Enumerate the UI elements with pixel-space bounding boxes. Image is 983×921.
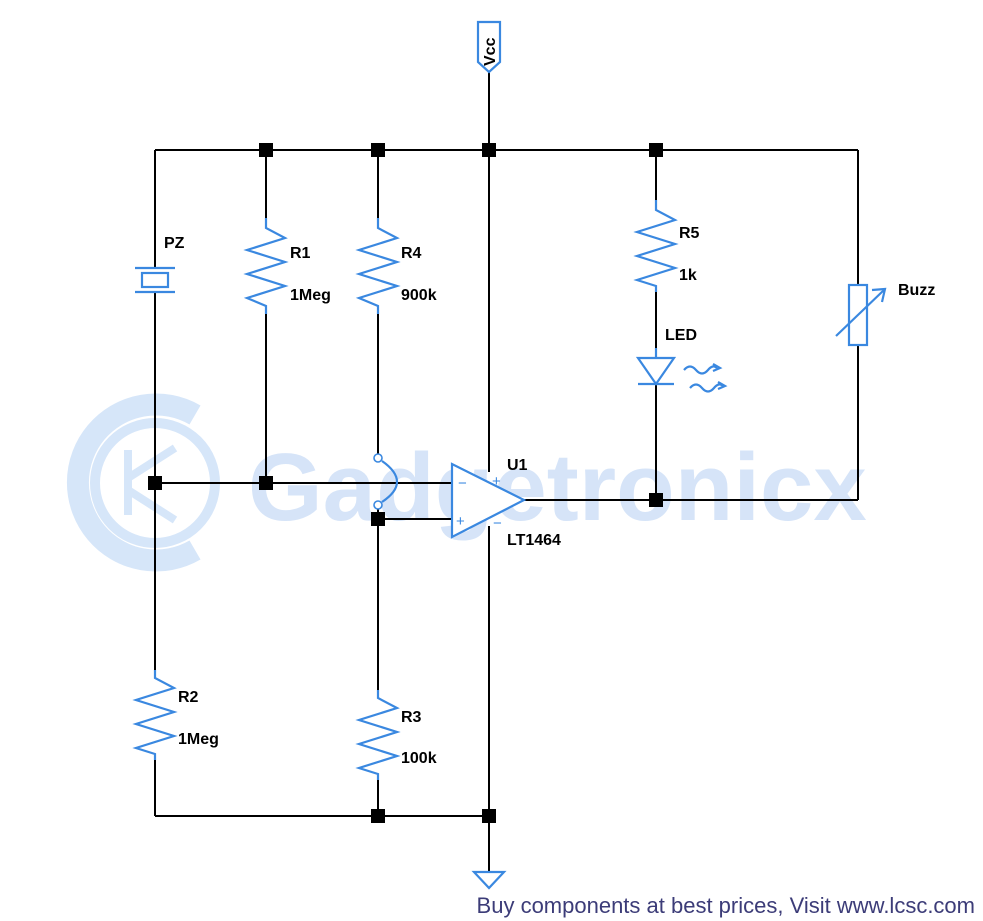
junction-node xyxy=(482,143,496,157)
r5-ref-label: R5 xyxy=(679,225,700,242)
r2-ref-label: R2 xyxy=(178,689,199,706)
buzzer-ref-label: Buzz xyxy=(898,282,935,299)
footer-promo-text: Buy components at best prices, Visit www… xyxy=(476,893,975,918)
ground-symbol xyxy=(471,870,507,890)
junction-node xyxy=(371,809,385,823)
watermark: Gadgetronicx xyxy=(66,393,867,572)
junction-node xyxy=(259,476,273,490)
opamp-vminus-pin-label: − xyxy=(493,515,502,532)
resistor-r1: R1 1Meg xyxy=(243,218,331,314)
resistor-r4: R4 900k xyxy=(355,218,437,314)
vcc-label: Vcc xyxy=(482,37,499,66)
r3-value-label: 100k xyxy=(401,750,437,767)
buzzer: Buzz xyxy=(835,282,935,347)
watermark-text: Gadgetronicx xyxy=(248,434,867,541)
wires xyxy=(154,72,859,872)
wire-crossover xyxy=(373,453,399,510)
junction-node xyxy=(649,493,663,507)
junction-node xyxy=(148,476,162,490)
r5-value-label: 1k xyxy=(679,267,697,284)
junction-node xyxy=(371,143,385,157)
junction-node xyxy=(649,143,663,157)
resistor-r2: R2 1Meg xyxy=(132,670,219,760)
junction-node xyxy=(482,809,496,823)
light-emission-icon xyxy=(683,363,728,393)
opamp-ref-label: U1 xyxy=(507,457,528,474)
opamp-inverting-pin-label: − xyxy=(458,475,467,492)
led: LED xyxy=(635,327,728,393)
junction-node xyxy=(371,512,385,526)
piezo-pz: PZ xyxy=(135,235,185,294)
pz-ref-label: PZ xyxy=(164,235,185,252)
vcc-port: Vcc xyxy=(476,20,502,74)
r4-ref-label: R4 xyxy=(401,245,422,262)
r4-value-label: 900k xyxy=(401,287,437,304)
led-ref-label: LED xyxy=(665,327,697,344)
opamp-noninverting-pin-label: + xyxy=(456,513,465,530)
opamp-part-label: LT1464 xyxy=(507,532,561,549)
resistor-r5: R5 1k xyxy=(633,200,700,292)
junction-node xyxy=(259,143,273,157)
junctions xyxy=(148,143,663,823)
opamp-u1: − + + − U1 LT1464 xyxy=(450,457,561,549)
r1-value-label: 1Meg xyxy=(290,287,331,304)
r2-value-label: 1Meg xyxy=(178,731,219,748)
opamp-vplus-pin-label: + xyxy=(492,473,501,490)
r3-ref-label: R3 xyxy=(401,709,422,726)
resistor-r3: R3 100k xyxy=(355,690,437,780)
r1-ref-label: R1 xyxy=(290,245,311,262)
